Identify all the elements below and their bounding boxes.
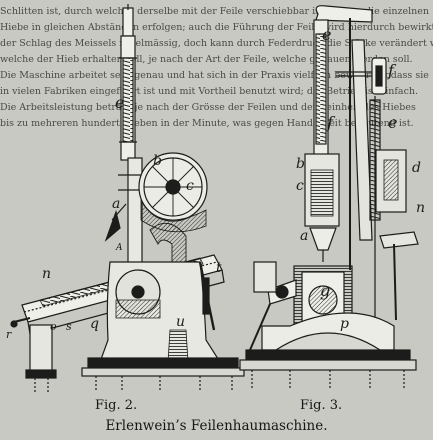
fig2-label: u: [176, 314, 185, 330]
fig3-label: e: [322, 25, 331, 44]
fig2-label: t: [216, 260, 222, 276]
background-text-line: Die Arbeitsleistung beträgt je nach der …: [0, 102, 416, 113]
fig3-label: a: [300, 228, 308, 244]
figure-title: Erlenwein’s Feilenhaumaschine.: [105, 418, 328, 434]
background-text-line: welche der Hieb erhalten soll, je nach d…: [0, 54, 413, 65]
background-text-line: der Schlag des Meissels regelmässig, doc…: [0, 38, 433, 49]
fig3-label: f: [326, 113, 336, 132]
fig2-label: r: [6, 328, 12, 341]
fig2-label: s: [66, 320, 72, 333]
background-text-line: Schlitten ist, durch welches derselbe mi…: [0, 6, 430, 17]
fig-3-caption: Fig. 3.: [300, 398, 343, 413]
background-text-line: Die Maschine arbeitet sehr genau und hat…: [0, 70, 429, 81]
engraving-figures: e b c a A n o s r q u t: [6, 4, 425, 392]
fig2-label: n: [42, 266, 51, 282]
fig3-label: d: [412, 160, 421, 176]
background-text-line: in vielen Fabriken eingeführt ist und mi…: [0, 86, 419, 97]
fig3-label: g: [320, 281, 330, 300]
fig3-label: c: [296, 178, 304, 194]
fig3-label: u: [346, 346, 355, 362]
fig2-label: e: [115, 93, 124, 112]
fig2-label: q: [90, 316, 99, 332]
fig2-label: a: [112, 196, 120, 212]
fig2-label: o: [50, 320, 57, 333]
fig3-label: p: [340, 316, 349, 332]
fig2-label: A: [115, 243, 123, 253]
background-text-line: Hiebe in gleichen Abständen erfolgen; au…: [0, 22, 433, 33]
figure-3-drawing: e f f e b c d a g p u n: [239, 5, 425, 388]
fig3-label: f: [387, 61, 397, 80]
fig-2-caption: Fig. 2.: [95, 398, 138, 413]
figure-2-drawing: e b c a A n o s r q u t: [6, 4, 245, 392]
fig3-label: n: [416, 200, 425, 216]
fig3-label: b: [296, 156, 305, 172]
fig2-label: c: [186, 178, 194, 194]
background-text-line: bis zu mehreren hundert Hieben in der Mi…: [0, 118, 414, 129]
fig2-label: b: [153, 153, 162, 169]
fig3-label: e: [388, 113, 397, 132]
